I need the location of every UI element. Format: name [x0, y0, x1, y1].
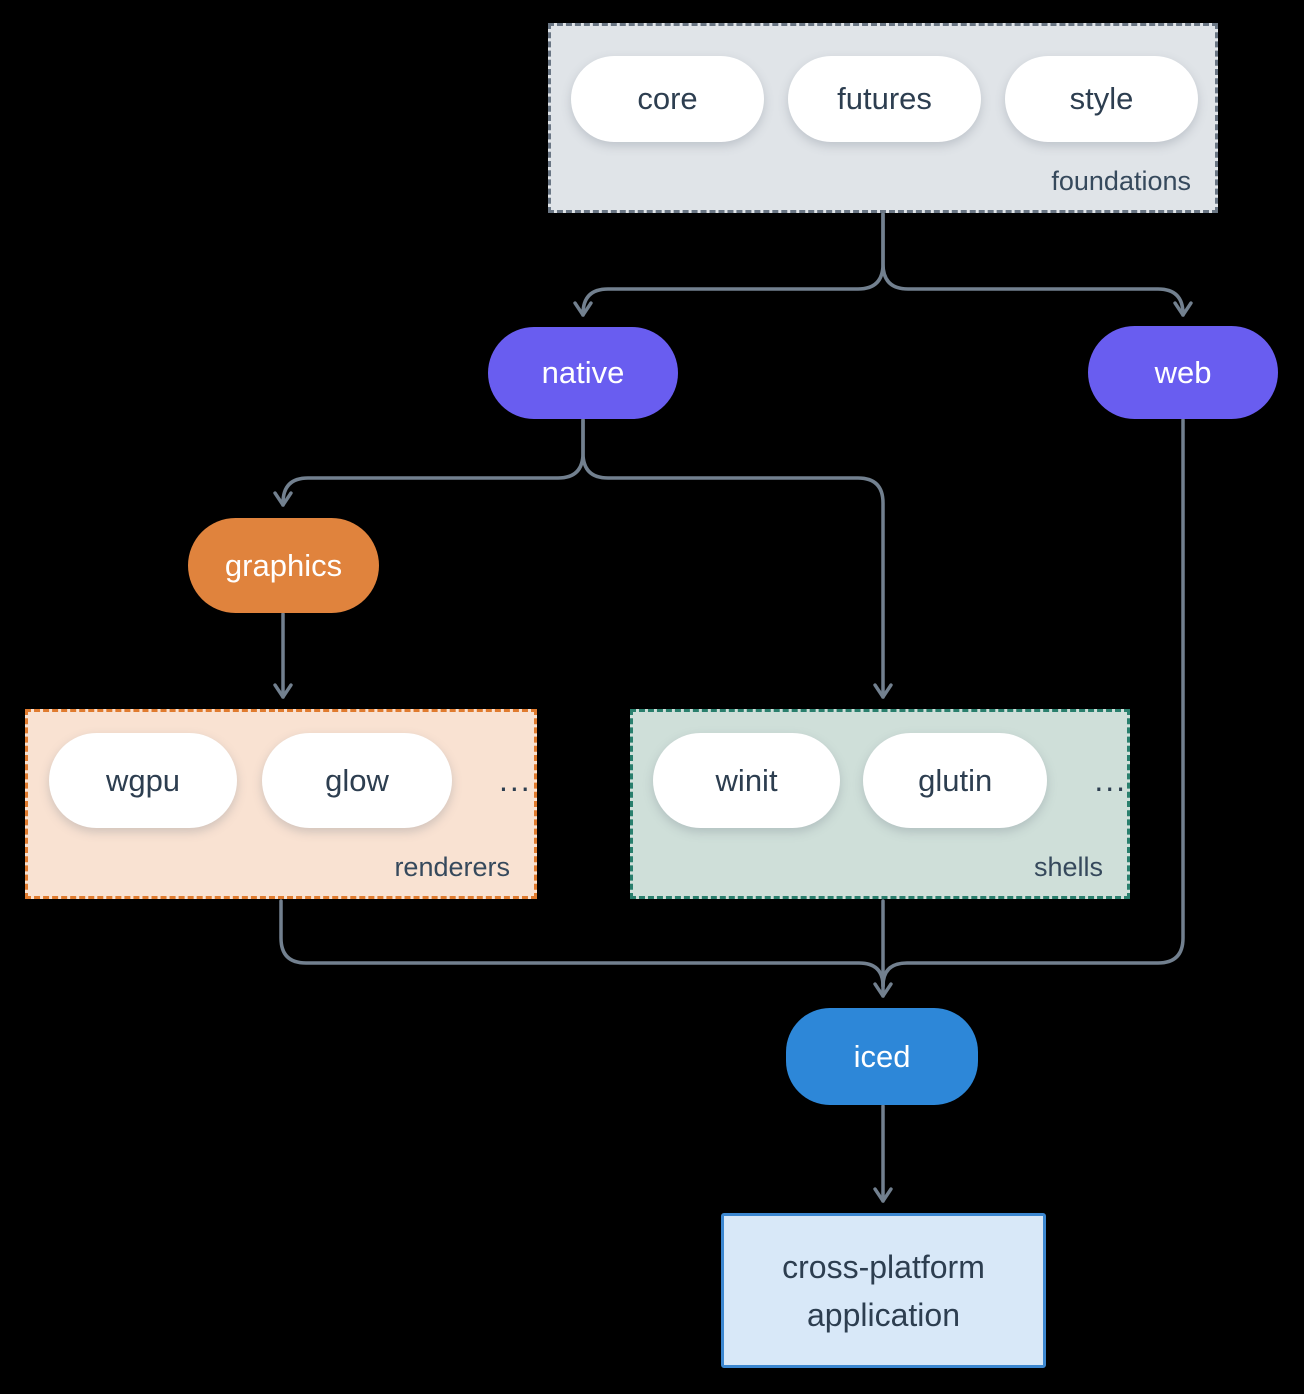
node-web-label: web [1154, 354, 1212, 390]
renderers-group: wgpu glow ... renderers [25, 709, 537, 899]
foundations-group-label: foundations [1051, 166, 1191, 196]
node-graphics: graphics [188, 518, 379, 613]
node-glow: glow [262, 733, 452, 828]
edge-renderers-merge [279, 899, 885, 988]
renderers-ellipsis: ... [499, 762, 532, 798]
node-futures-label: futures [837, 81, 932, 116]
edge-web-merge [881, 418, 1185, 988]
node-glutin: glutin [863, 733, 1048, 828]
node-wgpu: wgpu [49, 733, 237, 828]
application-label-line2: application [807, 1296, 960, 1333]
node-native-label: native [541, 355, 625, 390]
node-graphics-label: graphics [224, 547, 343, 583]
foundations-group: core futures style foundations [548, 23, 1218, 213]
node-glutin-label: glutin [918, 762, 993, 798]
shells-pill-row: winit glutin ... [633, 712, 1127, 828]
shells-group-label: shells [1033, 852, 1103, 882]
application-label-line1: cross-platform [782, 1248, 985, 1285]
node-core: core [571, 56, 764, 142]
node-wgpu-label: wgpu [105, 762, 181, 798]
node-core-label: core [637, 81, 698, 116]
node-native: native [488, 327, 678, 419]
node-iced: iced [786, 1008, 978, 1105]
node-iced-label: iced [853, 1038, 911, 1074]
renderers-pill-row: wgpu glow ... [28, 712, 534, 828]
shells-ellipsis: ... [1094, 762, 1127, 798]
node-winit: winit [653, 733, 841, 828]
node-winit-label: winit [715, 762, 778, 798]
edge-native-shells [581, 418, 893, 699]
foundations-pill-row: core futures style [551, 26, 1215, 142]
edge-native-graphics [273, 418, 585, 507]
node-futures: futures [788, 56, 981, 142]
node-web: web [1088, 326, 1278, 419]
edge-foundations-web [881, 212, 1193, 317]
edge-foundations-native [573, 212, 885, 317]
renderers-group-label: renderers [394, 852, 510, 882]
node-style-label: style [1069, 81, 1134, 116]
node-glow-label: glow [325, 762, 389, 798]
node-style: style [1005, 56, 1198, 142]
shells-group: winit glutin ... shells [630, 709, 1130, 899]
node-cross-platform-application: cross-platform application [721, 1213, 1046, 1368]
